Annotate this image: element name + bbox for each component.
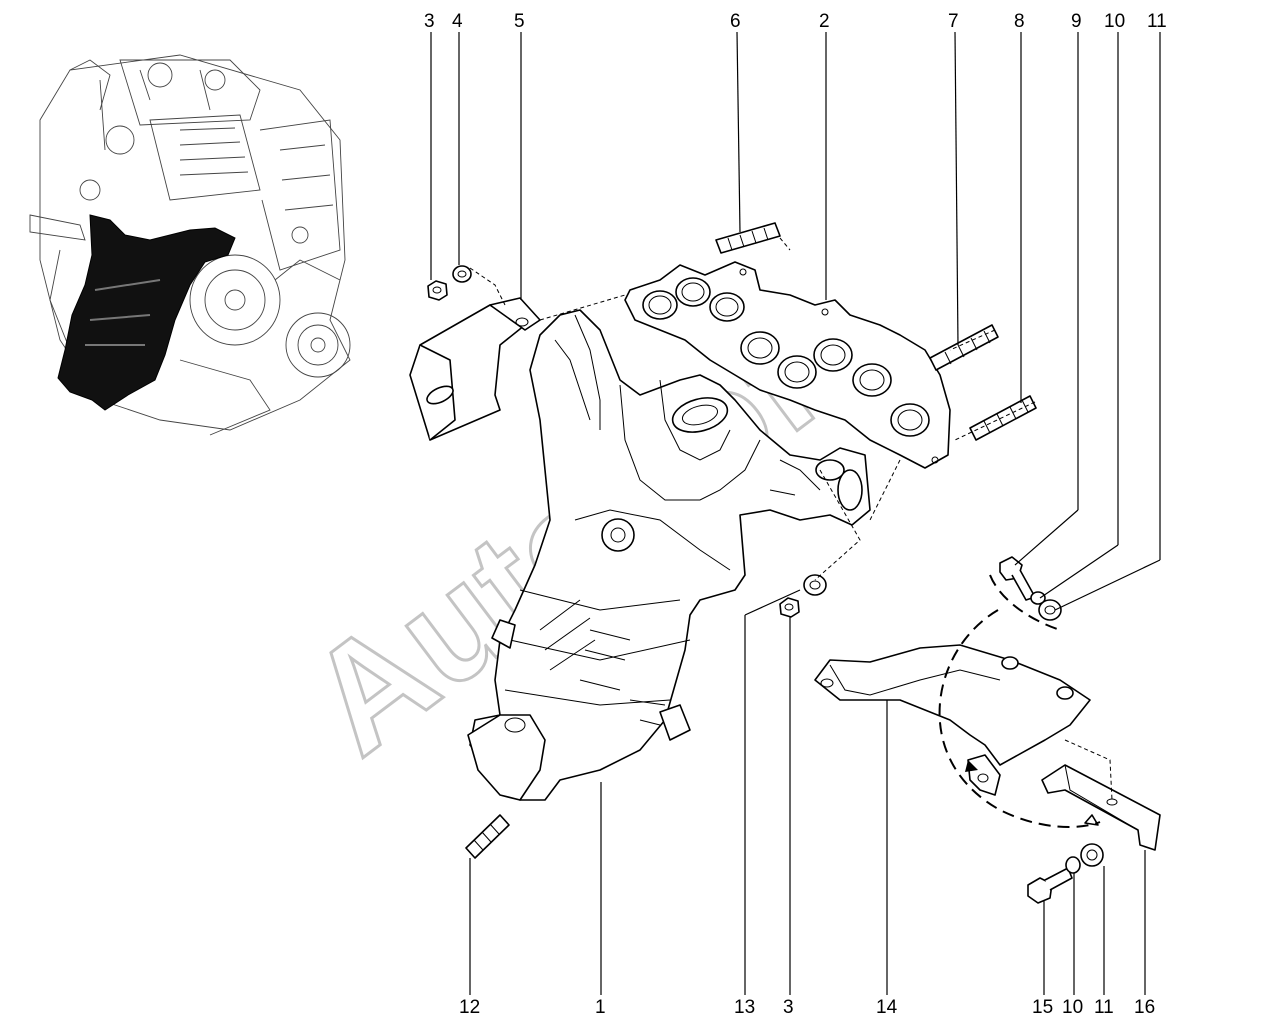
assembly-arc-top — [989, 574, 1061, 631]
part-13-washer — [803, 574, 827, 596]
assembly-arc-lower — [938, 609, 1101, 828]
part-11-washer-top — [1038, 599, 1062, 621]
part-3-nut-top — [427, 280, 448, 301]
assembly-guide-lines — [469, 237, 1036, 581]
callout-3-bottom: 3 — [783, 997, 794, 1018]
part-14-lower-heat-shield — [814, 644, 1091, 796]
part-1-exhaust-manifold-catalyst — [467, 309, 871, 801]
part-6-stud — [715, 222, 781, 254]
engine-overview-illustration — [29, 54, 351, 436]
part-3-nut-bottom — [779, 597, 800, 618]
part-5-heat-shield-bracket — [409, 297, 541, 441]
callout-12: 12 — [459, 997, 480, 1018]
callout-4: 4 — [452, 11, 463, 32]
part-16-mounting-bracket — [1041, 764, 1161, 851]
callout-5: 5 — [514, 11, 525, 32]
callout-9: 9 — [1071, 11, 1082, 32]
part-8-stud — [969, 395, 1037, 441]
callout-6: 6 — [730, 11, 741, 32]
callout-2: 2 — [819, 11, 830, 32]
callout-11-bottom: 11 — [1094, 997, 1114, 1018]
callout-10-bottom: 10 — [1062, 997, 1083, 1018]
part-10-lock-washer-bottom — [1065, 856, 1081, 874]
callout-labels: 3 4 5 6 2 7 8 9 10 11 12 1 13 3 14 15 10… — [424, 11, 1167, 1018]
callout-8: 8 — [1014, 11, 1025, 32]
part-10-lock-washer-top — [1030, 591, 1046, 605]
leader-lines — [430, 31, 1161, 995]
part-9-bolt — [999, 556, 1036, 601]
assembly-arrow — [965, 760, 978, 772]
callout-10-top: 10 — [1104, 11, 1125, 32]
part-11-washer-bottom — [1080, 843, 1104, 867]
part-7-stud — [929, 324, 999, 371]
part-12-stud — [465, 814, 510, 859]
callout-13: 13 — [734, 997, 755, 1018]
part-15-bolt — [1027, 867, 1073, 904]
callout-16: 16 — [1134, 997, 1155, 1018]
callout-3-top: 3 — [424, 11, 435, 32]
part-4-washer-top — [452, 265, 472, 283]
callout-11-top: 11 — [1147, 11, 1167, 32]
callout-7: 7 — [948, 11, 959, 32]
part-2-manifold-gasket — [624, 261, 951, 469]
assembly-line-shield-to-bracket — [1064, 739, 1113, 801]
callout-15: 15 — [1032, 997, 1053, 1018]
callout-1: 1 — [595, 997, 606, 1018]
callout-14: 14 — [876, 997, 898, 1018]
